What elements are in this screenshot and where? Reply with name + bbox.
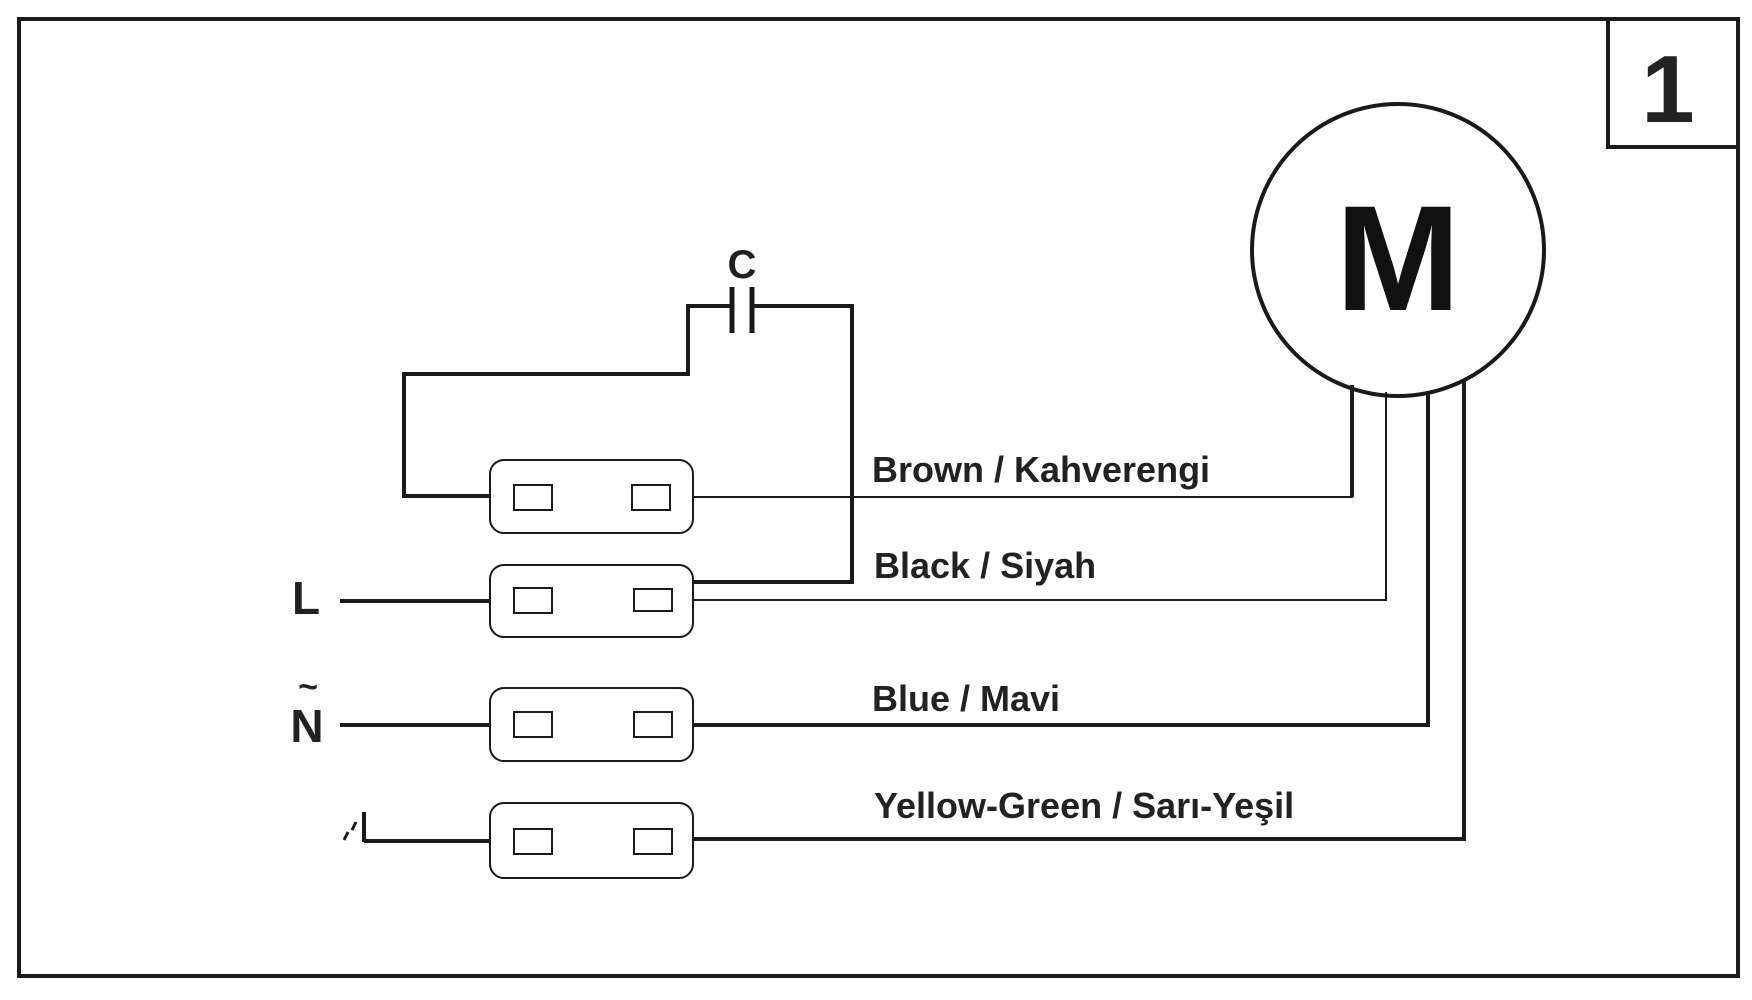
wire-label-blue: Blue / Mavi — [872, 678, 1060, 719]
terminal-screw — [633, 588, 673, 612]
terminal-screw — [513, 484, 553, 511]
terminal-block — [489, 564, 694, 638]
terminal-block — [489, 802, 694, 879]
terminal-block — [489, 459, 694, 534]
terminal-screw — [513, 711, 553, 738]
line-terminal-label: L — [292, 572, 320, 624]
terminal-screw — [631, 484, 671, 511]
terminal-screw — [513, 587, 553, 614]
terminal-screw — [633, 828, 673, 855]
terminal-screw — [513, 828, 553, 855]
motor-label: M — [1336, 174, 1461, 342]
capacitor-wire-left — [402, 304, 732, 498]
yellow-green-wire — [693, 380, 1466, 841]
blue-wire — [693, 392, 1430, 727]
neutral-tilde: ~ — [298, 668, 318, 706]
earth-icon — [342, 812, 366, 842]
wire-label-brown: Brown / Kahverengi — [872, 449, 1210, 490]
panel-number-box — [1606, 17, 1740, 149]
motor-circle — [1250, 102, 1546, 398]
panel-number: 1 — [1641, 36, 1694, 143]
diagram-frame — [17, 17, 1740, 978]
capacitor-wire-right — [693, 304, 854, 584]
capacitor-label: C — [728, 243, 757, 287]
black-wire — [693, 392, 1387, 601]
neutral-terminal-label: N — [290, 700, 323, 752]
wire-label-black: Black / Siyah — [874, 545, 1096, 586]
wire-label-yellow-green: Yellow-Green / Sarı-Yeşil — [874, 785, 1294, 826]
terminal-screw — [633, 711, 673, 738]
terminal-block — [489, 687, 694, 762]
